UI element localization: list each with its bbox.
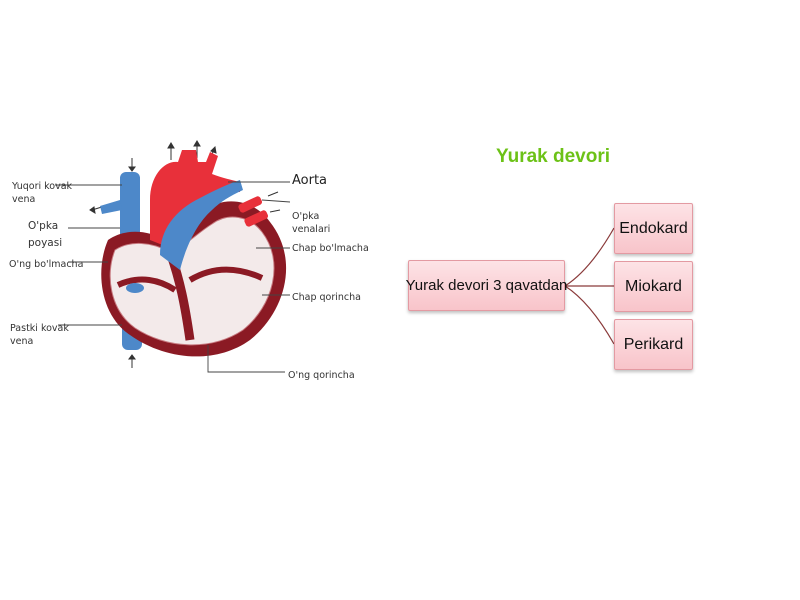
label-right-ventricle: O'ng qorincha: [288, 370, 355, 381]
mindmap-child-miokard: Miokard: [614, 261, 693, 312]
label-pulmonary-trunk: O'pka poyasi: [28, 220, 63, 249]
leader-lines: [55, 181, 291, 373]
label-inferior-vena-cava: Pastki kovak vena: [10, 323, 69, 347]
label-left-ventricle: Chap qorincha: [292, 292, 362, 303]
mindmap-child-endokard: Endokard: [614, 203, 693, 254]
label-right-atrium: O'ng bo'lmacha: [9, 259, 84, 270]
mindmap-title: Yurak devori: [495, 146, 611, 167]
mindmap-child-perikard: Perikard: [614, 319, 693, 370]
label-aorta: Aorta: [292, 173, 328, 188]
heart-illustration: [55, 140, 291, 373]
flow-arrows: [89, 140, 281, 368]
mindmap-root: Yurak devori 3 qavatdan: [406, 260, 567, 311]
label-pulmonary-veins: O'pka venalari: [292, 211, 331, 235]
pulmonary-trunk: [160, 180, 243, 270]
label-left-atrium: Chap bo'lmacha: [292, 243, 369, 254]
label-superior-vena-cava: Yuqori kovak vena: [12, 181, 73, 205]
heart-diagram: Yuqori kovak vena O'pka poyasi O'ng bo'l…: [0, 140, 380, 390]
